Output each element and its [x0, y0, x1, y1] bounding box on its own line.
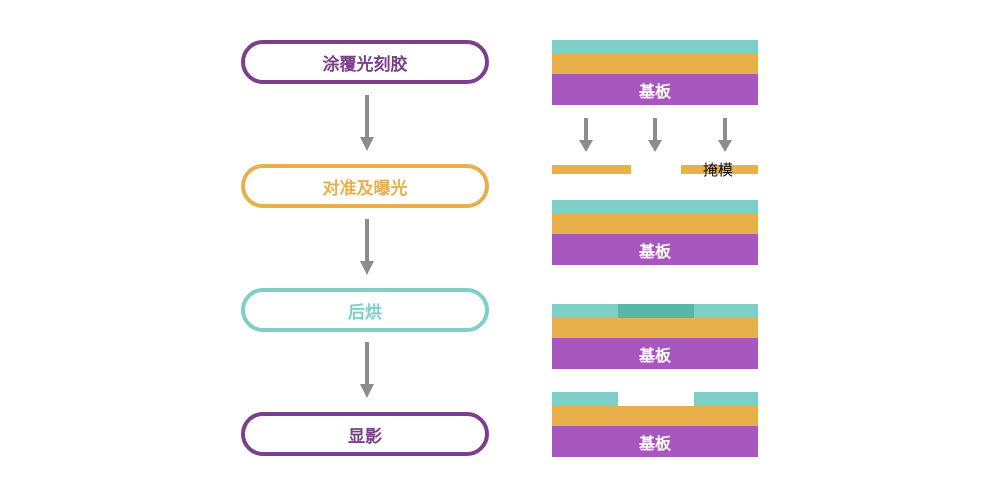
substrate-layer: 基板: [552, 338, 758, 369]
light-arrow-icon: [579, 118, 593, 152]
photoresist-layer: [552, 40, 758, 54]
middle-layer: [552, 318, 758, 338]
step-label: 后烘: [348, 302, 382, 323]
substrate-label: 基板: [638, 345, 671, 365]
step-develop: 显影: [241, 412, 489, 456]
mask-left: [552, 165, 631, 174]
down-arrow-icon: [360, 342, 374, 398]
substrate-label: 基板: [638, 433, 671, 453]
light-arrow-icon: [648, 118, 662, 152]
substrate-layer: 基板: [552, 74, 758, 105]
step-post-bake: 后烘: [241, 288, 489, 332]
middle-layer: [552, 406, 758, 426]
mask-right: [681, 165, 758, 174]
down-arrow-icon: [360, 219, 374, 275]
photoresist-remaining-left: [552, 392, 618, 406]
substrate-label: 基板: [638, 81, 671, 101]
step-align-expose: 对准及曝光: [241, 164, 489, 208]
photoresist-remaining-right: [694, 392, 758, 406]
step-label: 显影: [348, 426, 382, 447]
middle-layer: [552, 214, 758, 234]
substrate-label: 基板: [638, 241, 671, 261]
light-arrow-icon: [718, 118, 732, 152]
down-arrow-icon: [360, 95, 374, 151]
substrate-layer: 基板: [552, 426, 758, 457]
photoresist-layer: [552, 200, 758, 214]
step-coat-photoresist: 涂覆光刻胶: [241, 40, 489, 84]
middle-layer: [552, 54, 758, 74]
substrate-layer: 基板: [552, 234, 758, 265]
exposed-photoresist-region: [618, 304, 694, 318]
mask-label: 掩模: [703, 161, 734, 179]
step-label: 对准及曝光: [322, 178, 408, 199]
step-label: 涂覆光刻胶: [322, 54, 408, 75]
